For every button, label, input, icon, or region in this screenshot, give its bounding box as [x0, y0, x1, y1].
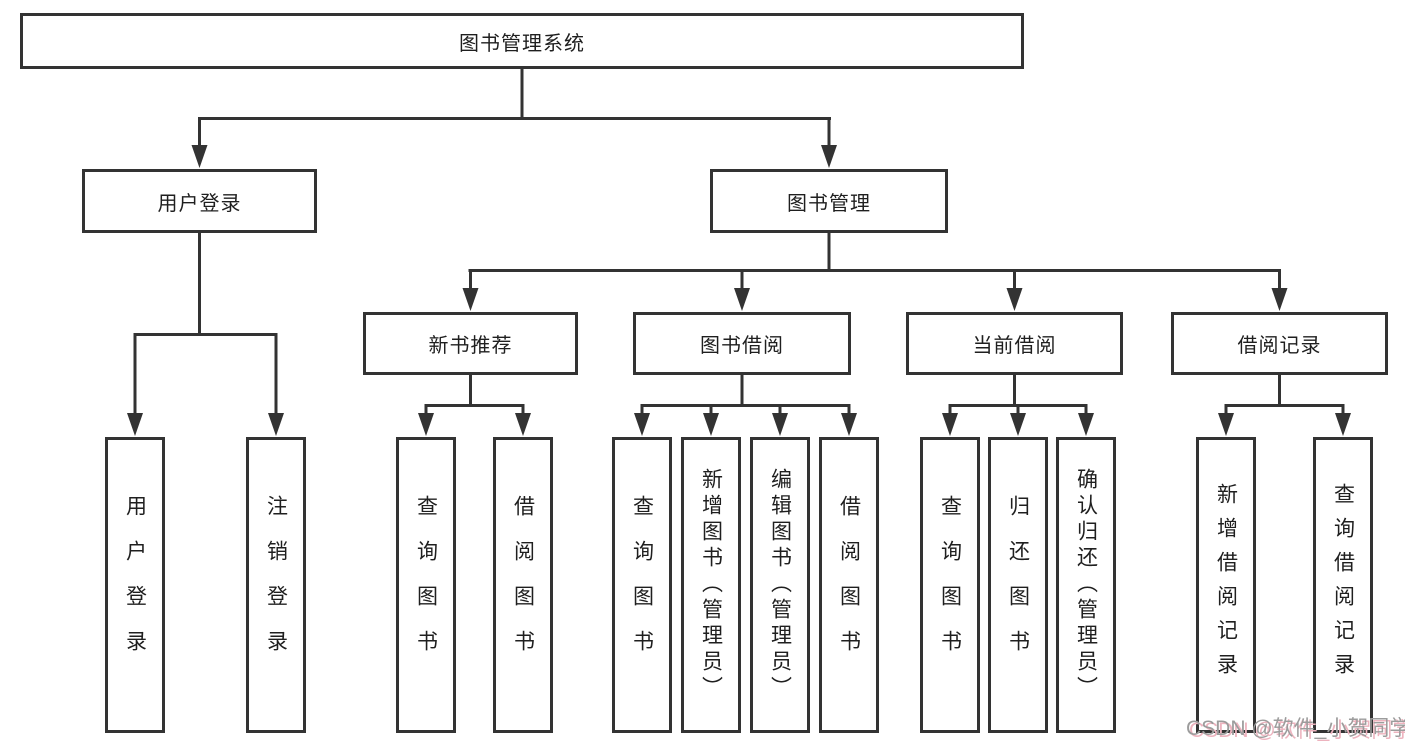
leaf-label: 查询借阅记录	[1331, 483, 1355, 687]
leaf-borrow-books: 借阅图书	[819, 437, 879, 733]
node-borrow-records: 借阅记录	[1171, 312, 1388, 375]
leaf-query-books-borrow: 查询图书	[612, 437, 672, 733]
node-label: 当前借阅	[972, 335, 1057, 357]
node-label: 图书管理	[787, 192, 871, 215]
leaf-query-borrow-record: 查询借阅记录	[1313, 437, 1373, 733]
node-label: 用户登录	[157, 192, 242, 215]
leaf-label: 查询图书	[938, 495, 962, 675]
leaf-label: 查询图书	[630, 495, 654, 675]
node-label: 借阅记录	[1237, 335, 1322, 357]
leaf-edit-books-admin: 编辑图书（管理员）	[750, 437, 810, 733]
leaf-user-login: 用户登录	[105, 437, 165, 733]
leaf-return-books: 归还图书	[988, 437, 1048, 733]
leaf-label: 查询图书	[414, 495, 438, 675]
leaf-label: 借阅图书	[837, 495, 861, 675]
leaf-label: 新增借阅记录	[1214, 483, 1238, 687]
leaf-label: 编辑图书（管理员）	[768, 468, 792, 702]
node-label: 图书借阅	[700, 335, 784, 357]
node-user-login-branch: 用户登录	[82, 169, 317, 233]
leaf-query-books-recommend: 查询图书	[396, 437, 456, 733]
leaf-label: 确认归还（管理员）	[1074, 468, 1098, 702]
node-root-label: 图书管理系统	[459, 32, 585, 55]
leaf-label: 用户登录	[123, 495, 147, 675]
leaf-label: 注销登录	[264, 495, 288, 675]
node-book-borrow: 图书借阅	[633, 312, 851, 375]
leaf-query-books-current: 查询图书	[920, 437, 980, 733]
leaf-confirm-return-admin: 确认归还（管理员）	[1056, 437, 1116, 733]
leaf-label: 归还图书	[1006, 495, 1030, 675]
leaf-add-books-admin: 新增图书（管理员）	[681, 437, 741, 733]
node-label: 新书推荐	[428, 335, 513, 357]
leaf-label: 新增图书（管理员）	[699, 468, 723, 702]
node-root: 图书管理系统	[20, 13, 1024, 69]
csdn-watermark: CSDN @软件_小贺同学	[1186, 717, 1405, 740]
node-current-borrow: 当前借阅	[906, 312, 1123, 375]
leaf-logout: 注销登录	[246, 437, 306, 733]
leaf-add-borrow-record: 新增借阅记录	[1196, 437, 1256, 733]
node-new-book-recommend: 新书推荐	[363, 312, 578, 375]
leaf-borrow-books-recommend: 借阅图书	[493, 437, 553, 733]
leaf-label: 借阅图书	[511, 495, 535, 675]
node-book-management-branch: 图书管理	[710, 169, 948, 233]
